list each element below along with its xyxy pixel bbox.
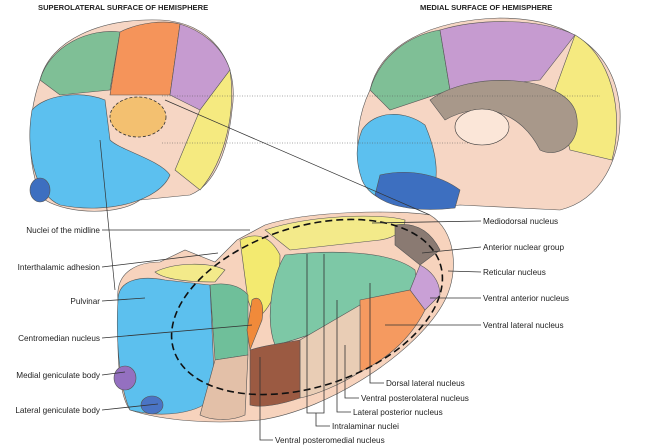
pulvinar-nucleus xyxy=(117,277,216,415)
dashed-outline xyxy=(170,218,444,396)
label-lateral-posterior: Lateral posterior nucleus xyxy=(353,408,443,417)
label-vpl: Ventral posterolateral nucleus xyxy=(361,394,469,403)
thalamus-projection-medial xyxy=(454,108,510,146)
bottom-labels: Dorsal lateral nucleus Ventral posterola… xyxy=(259,254,469,445)
left-labels: Nuclei of the midline Interthalamic adhe… xyxy=(15,226,253,415)
title-superolateral: SUPEROLATERAL SURFACE OF HEMISPHERE xyxy=(38,3,208,12)
ventral-lateral-nucleus xyxy=(359,289,426,373)
label-lateral-geniculate: Lateral geniculate body xyxy=(15,406,101,415)
thalamus-projection-lateral xyxy=(109,96,167,138)
thalamus-enlarged xyxy=(113,211,454,423)
label-centromedian: Centromedian nucleus xyxy=(18,334,100,343)
label-mediodorsal: Mediodorsal nucleus xyxy=(483,217,558,226)
anterior-nuclear-group xyxy=(394,224,441,266)
label-intralaminar: Intralaminar nuclei xyxy=(332,422,399,431)
medial-geniculate-body xyxy=(113,365,137,391)
right-labels: Mediodorsal nucleus Anterior nuclear gro… xyxy=(371,217,569,330)
label-dorsal-lateral: Dorsal lateral nucleus xyxy=(386,379,465,388)
label-pulvinar: Pulvinar xyxy=(70,297,100,306)
label-ventral-lateral: Ventral lateral nucleus xyxy=(483,321,564,330)
ventral-posteromedial-nucleus xyxy=(249,339,301,407)
label-interthalamic-adhesion: Interthalamic adhesion xyxy=(18,263,101,272)
label-anterior-group: Anterior nuclear group xyxy=(483,243,564,252)
title-medial: MEDIAL SURFACE OF HEMISPHERE xyxy=(420,3,552,12)
occipital-pole xyxy=(29,177,51,203)
label-nuclei-midline: Nuclei of the midline xyxy=(26,226,100,235)
ventral-anterior-nucleus xyxy=(409,264,441,311)
label-reticular: Reticular nucleus xyxy=(483,268,546,277)
label-ventral-anterior: Ventral anterior nucleus xyxy=(483,294,569,303)
label-medial-geniculate: Medial geniculate body xyxy=(16,371,101,380)
lateral-hemisphere xyxy=(29,19,234,212)
label-vpm: Ventral posteromedial nucleus xyxy=(275,436,385,445)
medial-hemisphere xyxy=(356,17,621,211)
mediodorsal-nucleus xyxy=(264,215,406,251)
